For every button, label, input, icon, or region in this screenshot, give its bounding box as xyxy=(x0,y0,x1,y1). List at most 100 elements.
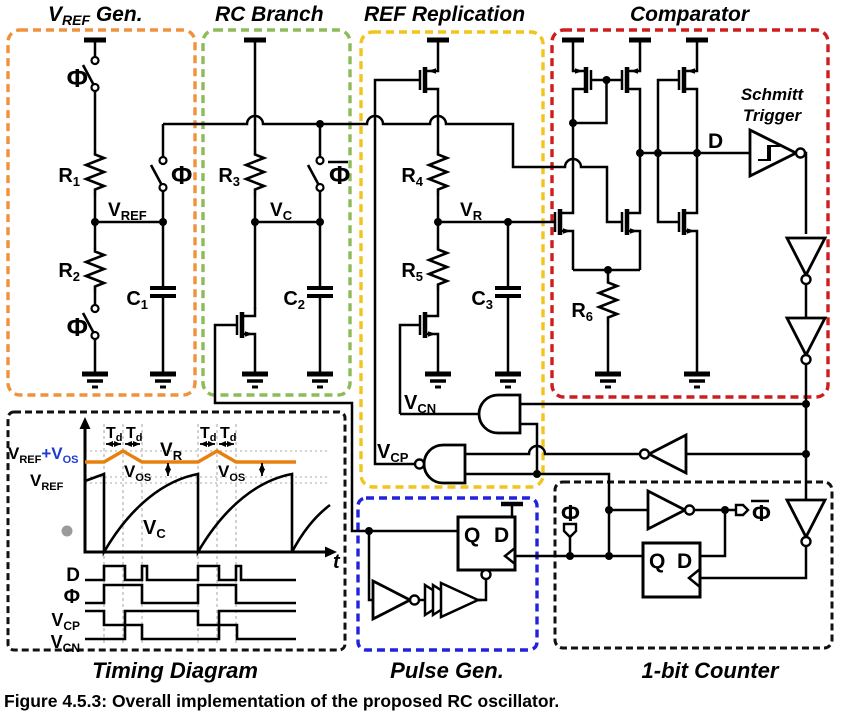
ref-replication: R4 VR R5 C3 xyxy=(373,40,543,466)
comparator-box xyxy=(550,28,830,399)
junction-dot xyxy=(604,266,612,274)
mirror-pmos xyxy=(610,63,640,97)
discharge-nmos xyxy=(225,308,255,342)
label-r3: R3 xyxy=(218,165,240,189)
junction-dot xyxy=(636,149,644,157)
junction-dot xyxy=(654,149,662,157)
capacitor-c3 xyxy=(493,286,523,298)
axis-arrow-right xyxy=(325,546,337,558)
label-td-4: Td xyxy=(220,425,237,444)
label-schmitt-1: Schmitt xyxy=(741,85,805,104)
junction-dot xyxy=(802,400,810,408)
ground-symbol xyxy=(307,374,333,387)
switch-phi-sample xyxy=(149,155,168,193)
ground-symbol xyxy=(242,374,268,387)
nand-input-b-wire xyxy=(465,472,611,556)
schmitt-trigger xyxy=(748,127,807,179)
switch-phibar xyxy=(306,155,325,193)
delay-chain xyxy=(423,581,481,619)
ground-symbol xyxy=(425,374,451,387)
replica-nmos xyxy=(408,308,438,342)
junction-dot xyxy=(251,218,259,226)
title-vref-gen: VREF Gen. xyxy=(48,3,143,28)
label-vc-wave: VC xyxy=(143,517,166,541)
vref-generator: Φ R1 VREF R2 Φ Φ C1 xyxy=(58,40,192,387)
label-r6: R6 xyxy=(571,300,593,324)
label-t-axis: t xyxy=(333,551,341,573)
junction-dot xyxy=(91,218,99,226)
section-titles: VREF Gen. RC Branch REF Replication Comp… xyxy=(48,3,780,683)
junction-dot xyxy=(365,527,373,535)
mux-input-wire xyxy=(163,114,610,224)
label-vos-2: VOS xyxy=(218,462,245,484)
label-vos-1: VOS xyxy=(124,462,151,484)
label-phi-switch-sample: Φ xyxy=(171,160,192,190)
resistor-r1 xyxy=(84,148,106,198)
counter-feedback-wire xyxy=(700,510,727,558)
label-td-3: Td xyxy=(200,425,217,444)
mirror-gate-wire xyxy=(573,80,608,125)
vcn-and-gate xyxy=(477,393,522,435)
label-c3: C3 xyxy=(471,288,493,312)
label-vr-wave: VR xyxy=(160,440,183,463)
vcn-waveform xyxy=(85,623,296,641)
resistor-r2 xyxy=(84,245,106,295)
label-vcp: VCP xyxy=(377,441,409,465)
title-rc-branch: RC Branch xyxy=(215,3,324,26)
label-phibar-switch: Φ xyxy=(329,160,350,190)
timing-diagram-box xyxy=(6,410,347,652)
label-phi-switch-bottom: Φ xyxy=(67,312,88,342)
junction-dot xyxy=(434,218,442,226)
input-nmos-vr xyxy=(543,205,573,239)
pulse-gen-box xyxy=(356,496,539,652)
label-phi-output: Φ xyxy=(561,500,580,526)
output-nmos xyxy=(667,205,697,239)
output-pmos xyxy=(667,63,697,97)
nand-input-a-wire xyxy=(465,444,640,456)
capacitor-c1 xyxy=(148,286,178,298)
junction-dot xyxy=(566,552,574,560)
resistor-r4 xyxy=(427,148,449,198)
label-schmitt-2: Trigger xyxy=(743,106,803,125)
label-phi-switch-top: Φ xyxy=(67,63,88,93)
label-vref-level: VREF xyxy=(30,471,64,493)
ground-symbol xyxy=(82,374,108,387)
section-boxes xyxy=(6,28,834,652)
ground-symbol xyxy=(150,374,176,387)
inverter-down-3 xyxy=(785,498,827,548)
label-td-1: Td xyxy=(106,425,123,444)
junction-dot xyxy=(602,76,611,84)
vcp-nand-gate xyxy=(415,445,465,483)
phibar-terminal xyxy=(734,503,750,517)
one-bit-counter: Φ Φ Q D xyxy=(515,489,771,599)
pulse-dff xyxy=(456,515,517,572)
title-pulse-gen: Pulse Gen. xyxy=(390,658,504,683)
label-vref-plus-vos: VREF+VOS xyxy=(8,444,79,466)
inverter-down-1 xyxy=(785,236,827,286)
row-label-vcp: VCP xyxy=(51,610,80,633)
junction-dot xyxy=(316,218,324,226)
label-r4: R4 xyxy=(401,165,423,189)
counter-dff-d: D xyxy=(677,550,692,573)
phi-waveform xyxy=(85,583,296,605)
resistor-r3 xyxy=(244,148,266,198)
rc-branch-box xyxy=(201,28,352,397)
counter-dff-q: Q xyxy=(649,550,665,573)
rc-branch: R3 VC Φ C2 xyxy=(218,40,350,387)
phi-terminal xyxy=(562,522,578,539)
junction-dot xyxy=(569,119,577,127)
vc-waveform xyxy=(84,472,331,557)
junction-dot xyxy=(605,506,613,514)
junction-dot xyxy=(605,552,613,560)
output-buffer-chain xyxy=(638,236,827,580)
label-r2: R2 xyxy=(58,260,80,284)
pulse-inverter xyxy=(371,579,421,621)
pulse-dff-q: Q xyxy=(464,524,480,547)
pulse-dff-d: D xyxy=(494,524,509,547)
junction-dot xyxy=(504,218,512,226)
title-counter: 1-bit Counter xyxy=(642,658,780,683)
ref-replication-box xyxy=(359,30,545,489)
ground-symbol xyxy=(495,374,521,387)
figure-caption: Figure 4.5.3: Overall implementation of … xyxy=(4,691,559,711)
